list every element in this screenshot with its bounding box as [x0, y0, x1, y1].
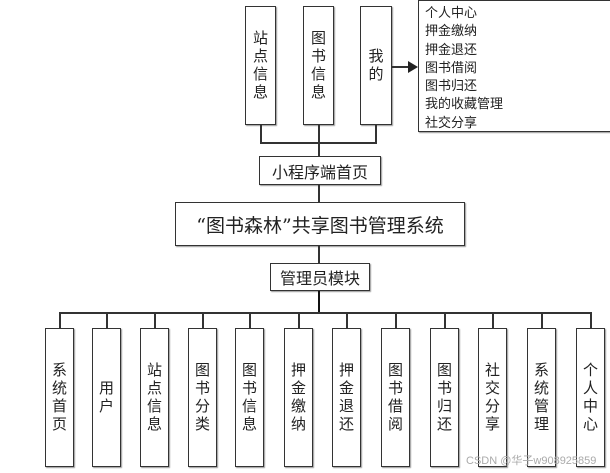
node-label: 押金退还 — [337, 361, 355, 434]
connector — [375, 125, 377, 143]
connector — [318, 125, 320, 156]
connector — [318, 291, 320, 313]
connector — [202, 312, 204, 328]
connector — [260, 125, 262, 143]
admin-feature-node: 图书分类 — [188, 328, 217, 467]
node-label: 站点信息 — [251, 29, 269, 102]
feature-item: 我的收藏管理 — [425, 97, 504, 113]
node-label: 图书归还 — [435, 361, 453, 434]
node-label: 管理员模块 — [279, 269, 360, 288]
node-label: 个人中心 — [581, 361, 599, 434]
node-label: 图书信息 — [240, 361, 258, 434]
feature-item: 押金缴纳 — [425, 24, 478, 40]
connector — [590, 312, 592, 328]
arrow-head-icon — [408, 61, 418, 73]
admin-feature-node: 个人中心 — [576, 328, 605, 467]
feature-item: 押金退还 — [425, 42, 478, 58]
admin-feature-node: 社交分享 — [478, 328, 507, 467]
node-miniapp-home: 小程序端首页 — [259, 156, 381, 185]
watermark: CSDN @华子w908925859 — [466, 455, 597, 467]
node-label: 图书信息 — [309, 29, 327, 102]
node-book-info: 图书信息 — [303, 6, 334, 125]
admin-feature-node: 图书归还 — [430, 328, 459, 467]
connector — [318, 185, 320, 202]
feature-item: 个人中心 — [425, 6, 478, 21]
connector — [154, 312, 156, 328]
admin-feature-node: 押金缴纳 — [284, 328, 313, 467]
node-admin-module: 管理员模块 — [270, 263, 370, 291]
admin-feature-node: 图书信息 — [235, 328, 264, 467]
feature-item: 社交分享 — [425, 115, 478, 131]
node-label: 图书分类 — [193, 361, 211, 434]
node-label: 系统管理 — [532, 361, 550, 434]
node-label: 我的 — [366, 47, 385, 84]
admin-feature-node: 系统管理 — [527, 328, 556, 467]
connector — [346, 312, 348, 328]
connector — [541, 312, 543, 328]
node-label: 押金缴纳 — [289, 361, 307, 434]
connector — [106, 312, 108, 328]
node-label: 用户 — [97, 379, 115, 416]
feature-item: 图书借阅 — [425, 60, 478, 76]
node-label: 社交分享 — [483, 361, 501, 434]
connector — [444, 312, 446, 328]
node-label: “图书森林”共享图书管理系统 — [196, 214, 444, 237]
node-label: 图书借阅 — [386, 361, 404, 434]
node-station-info: 站点信息 — [245, 6, 276, 125]
connector — [249, 312, 251, 328]
node-label: 站点信息 — [145, 361, 163, 434]
node-mine: 我的 — [360, 6, 392, 125]
connector — [395, 312, 397, 328]
admin-feature-node: 图书借阅 — [381, 328, 410, 467]
connector — [318, 246, 320, 263]
feature-item: 图书归还 — [425, 79, 478, 95]
admin-feature-node: 系统首页 — [45, 328, 74, 467]
admin-feature-node: 押金退还 — [332, 328, 361, 467]
node-label: 系统首页 — [50, 361, 68, 434]
connector — [298, 312, 300, 328]
connector — [492, 312, 494, 328]
my-features-list: 个人中心 押金缴纳 押金退还 图书借阅 图书归还 我的收藏管理 社交分享 — [418, 0, 610, 132]
node-system-title: “图书森林”共享图书管理系统 — [175, 202, 465, 246]
connector — [260, 142, 377, 144]
node-label: 小程序端首页 — [271, 162, 368, 182]
admin-feature-node: 站点信息 — [140, 328, 169, 467]
admin-feature-node: 用户 — [92, 328, 121, 467]
connector — [59, 312, 591, 314]
arrow-line — [392, 66, 410, 68]
connector — [59, 312, 61, 328]
